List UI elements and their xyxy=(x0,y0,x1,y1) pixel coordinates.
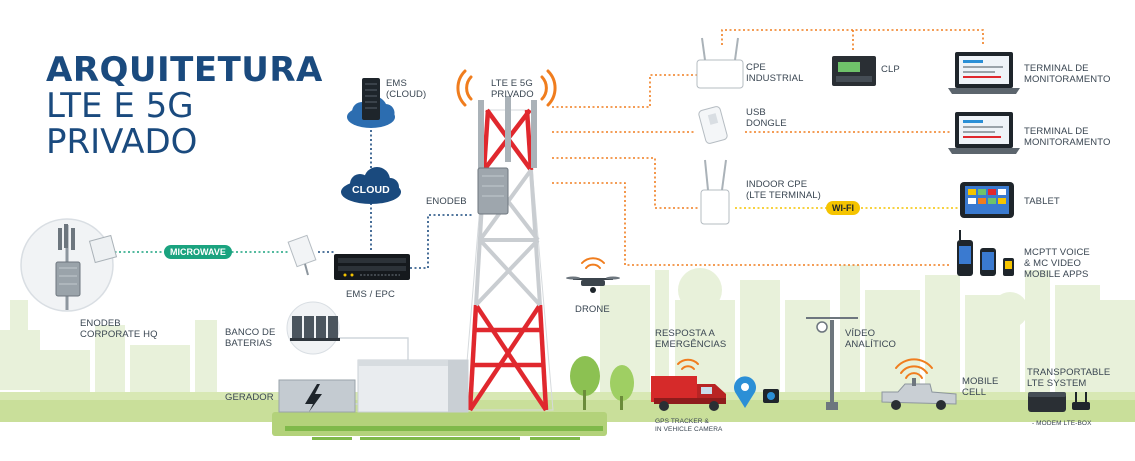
shelter-icon xyxy=(357,359,469,413)
laptop-icon xyxy=(948,52,1020,94)
ambulance-icon xyxy=(651,358,726,411)
transportable-label: TRANSPORTABLE LTE SYSTEM xyxy=(1027,367,1111,389)
enodeb-hq-illustration xyxy=(20,218,118,312)
tower-icon xyxy=(456,69,557,412)
usb-dongle-label: USB DONGLE xyxy=(746,107,787,129)
tablet-icon xyxy=(960,182,1014,218)
battery-icon xyxy=(286,301,340,355)
ground-base xyxy=(272,412,607,436)
pin-icon xyxy=(734,376,756,408)
server-icon xyxy=(347,78,395,128)
gerador-label: GERADOR xyxy=(225,392,274,403)
usb-icon xyxy=(698,106,728,144)
tower-label: LTE E 5G PRIVADO xyxy=(491,78,534,100)
terminal-2-label: TERMINAL DE MONITORAMENTO xyxy=(1024,126,1111,148)
modem-label: - MODEM LTE-BOX xyxy=(1032,420,1092,427)
ems-epc-label: EMS / EPC xyxy=(346,289,395,300)
cloud-icon xyxy=(341,167,401,204)
router-icon xyxy=(700,159,730,225)
resposta-label: RESPOSTA A EMERGÊNCIAS xyxy=(655,328,727,350)
mobile-cell-label: MOBILE CELL xyxy=(962,376,999,398)
cpe-industrial-label: CPE INDUSTRIAL xyxy=(746,62,804,84)
skyline-background xyxy=(0,265,1135,400)
microwave-pill: MICROWAVE xyxy=(164,245,232,259)
phone-icon xyxy=(957,230,1014,276)
tablet-label: TABLET xyxy=(1024,196,1060,207)
enodeb-hq-label: ENODEB CORPORATE HQ xyxy=(80,318,158,340)
drone-icon xyxy=(566,257,620,293)
mcptt-label: MCPTT VOICE & MC VIDEO MOBILE APPS xyxy=(1024,247,1090,280)
navy-connections xyxy=(318,130,474,269)
gps-label: GPS TRACKER & IN VEHICLE CAMERA xyxy=(655,418,723,433)
router-icon xyxy=(696,37,744,89)
tree-icon xyxy=(570,356,634,410)
epc-rack-icon xyxy=(334,254,410,280)
title-line-2: LTE E 5G PRIVADO xyxy=(46,86,198,162)
plc-icon xyxy=(832,56,876,86)
cloud-label: CLOUD xyxy=(352,184,390,196)
generator-icon xyxy=(278,379,356,413)
truck-icon xyxy=(881,358,957,410)
camera-icon xyxy=(763,389,779,403)
clp-label: CLP xyxy=(881,64,900,75)
title-line-1: ARQUITETURA xyxy=(46,50,323,90)
ems-cloud-label: EMS (CLOUD) xyxy=(386,78,427,100)
drone-label: DRONE xyxy=(575,304,610,315)
laptop-icon xyxy=(948,112,1020,154)
wifi-pill: WI-FI xyxy=(826,201,860,215)
lte-box-icon xyxy=(1028,392,1090,412)
cctv-icon xyxy=(806,317,858,410)
video-label: VÍDEO ANALÍTICO xyxy=(845,328,897,350)
orange-connections xyxy=(552,29,984,266)
enodeb-label: ENODEB xyxy=(426,196,467,207)
terminal-1-label: TERMINAL DE MONITORAMENTO xyxy=(1024,63,1111,85)
microwave-dish-icon xyxy=(287,234,317,276)
indoor-cpe-label: INDOOR CPE (LTE TERMINAL) xyxy=(746,179,821,201)
banco-label: BANCO DE BATERIAS xyxy=(225,327,276,349)
